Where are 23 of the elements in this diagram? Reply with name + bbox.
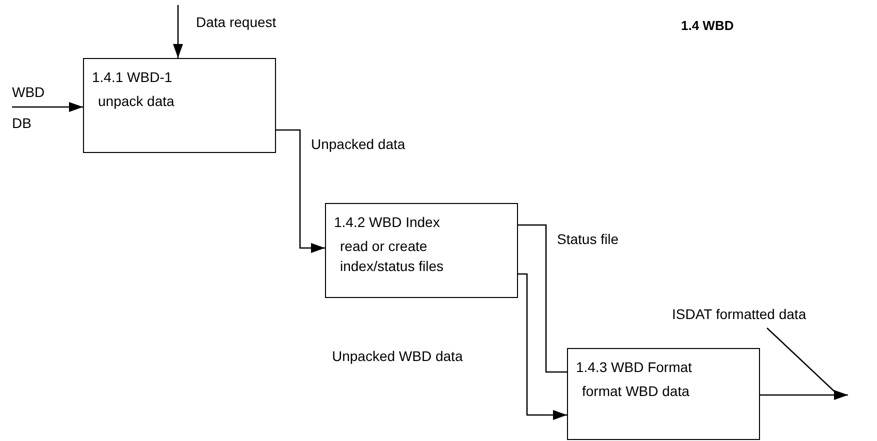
process-title: 1.4.2 WBD Index xyxy=(334,213,441,232)
diagram-title: 1.4 WBD xyxy=(681,18,734,34)
process-box xyxy=(83,58,276,153)
process-box xyxy=(567,348,760,440)
arrow xyxy=(12,102,83,112)
edge-label: Unpacked WBD data xyxy=(332,348,463,366)
arrow xyxy=(518,273,567,420)
arrow xyxy=(173,5,183,58)
process-title: 1.4.3 WBD Format xyxy=(576,358,693,377)
flow-label: WBD xyxy=(12,84,45,102)
leader-line xyxy=(766,328,836,392)
node-text: ISDAT formatted data xyxy=(672,306,877,324)
edge-label: Data request xyxy=(196,14,276,32)
process-description: unpack data xyxy=(98,92,176,111)
process-description: read or create index/status files xyxy=(340,237,444,276)
edge-label: Status file xyxy=(557,231,618,248)
process-description: format WBD data xyxy=(582,382,690,401)
process-title: 1.4.1 WBD-1 xyxy=(92,68,174,87)
arrow xyxy=(760,390,848,400)
flow-label: DB xyxy=(12,115,32,132)
arrow xyxy=(276,129,325,253)
edge-label: Unpacked data xyxy=(311,136,406,154)
process-box xyxy=(325,203,518,298)
